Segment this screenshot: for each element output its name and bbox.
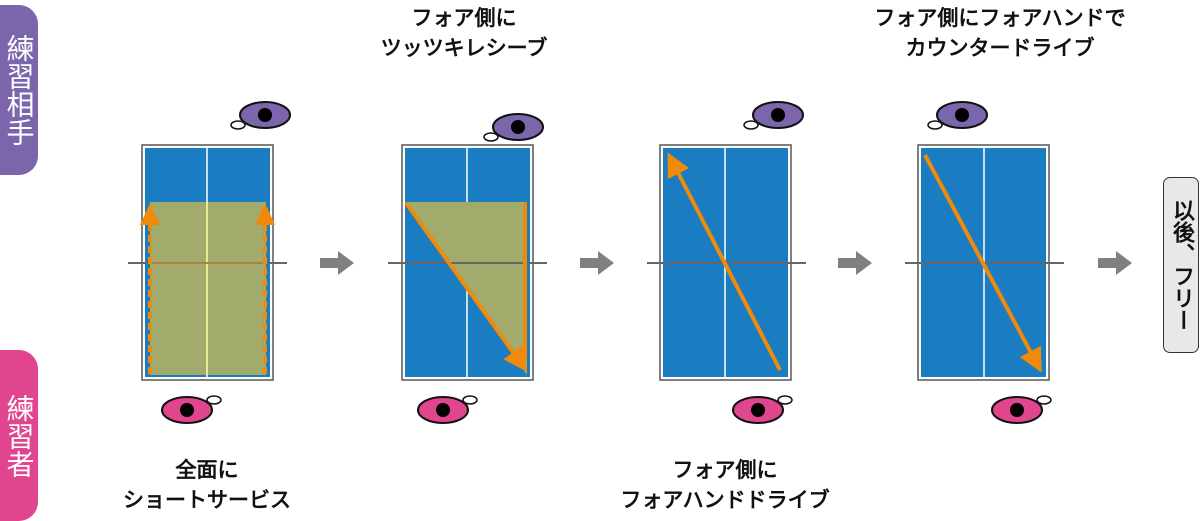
final-step-label: 以後、フリー: [1163, 177, 1199, 353]
player-label: 練習者: [0, 350, 38, 521]
step-3-caption: フォア側に フォアハンドドライブ: [620, 455, 829, 515]
caption-line: フォアハンドドライブ: [620, 488, 830, 512]
arrow: [667, 152, 782, 371]
opponent-label: 練習相手: [0, 5, 38, 175]
opponent-icon: [483, 113, 544, 142]
caption-line: フォア側に: [672, 458, 778, 482]
arrow: [404, 201, 527, 372]
next-arrow-icon: [1098, 251, 1132, 275]
step-3-diagram: [647, 101, 806, 424]
opponent-icon: [743, 101, 804, 130]
caption-line: ショートサービス: [123, 488, 291, 512]
opponent-icon: [230, 101, 291, 130]
opponent-icon: [927, 101, 988, 130]
step-2-caption: フォア側に ツッツキレシーブ: [381, 3, 548, 63]
player-icon: [417, 395, 478, 424]
caption-line: フォア側にフォアハンドで: [874, 6, 1126, 30]
player-icon: [991, 395, 1052, 424]
step-2-diagram: [388, 113, 547, 424]
step-4-diagram: [905, 101, 1064, 424]
step-4-caption: フォア側にフォアハンドで カウンタードライブ: [874, 3, 1125, 63]
caption-line: ツッツキレシーブ: [380, 36, 548, 60]
next-arrow-icon: [838, 251, 872, 275]
arrow: [923, 154, 1042, 373]
target-area: [150, 202, 266, 375]
player-icon: [161, 395, 222, 424]
caption-line: フォア側に: [411, 6, 517, 30]
caption-line: カウンタードライブ: [905, 36, 1095, 60]
next-arrow-icon: [320, 251, 354, 275]
player-icon: [732, 395, 793, 424]
next-arrow-icon: [580, 251, 614, 275]
step-1-diagram: [128, 101, 291, 424]
caption-line: 全面に: [175, 458, 239, 482]
step-1-caption: 全面に ショートサービス: [123, 455, 291, 515]
